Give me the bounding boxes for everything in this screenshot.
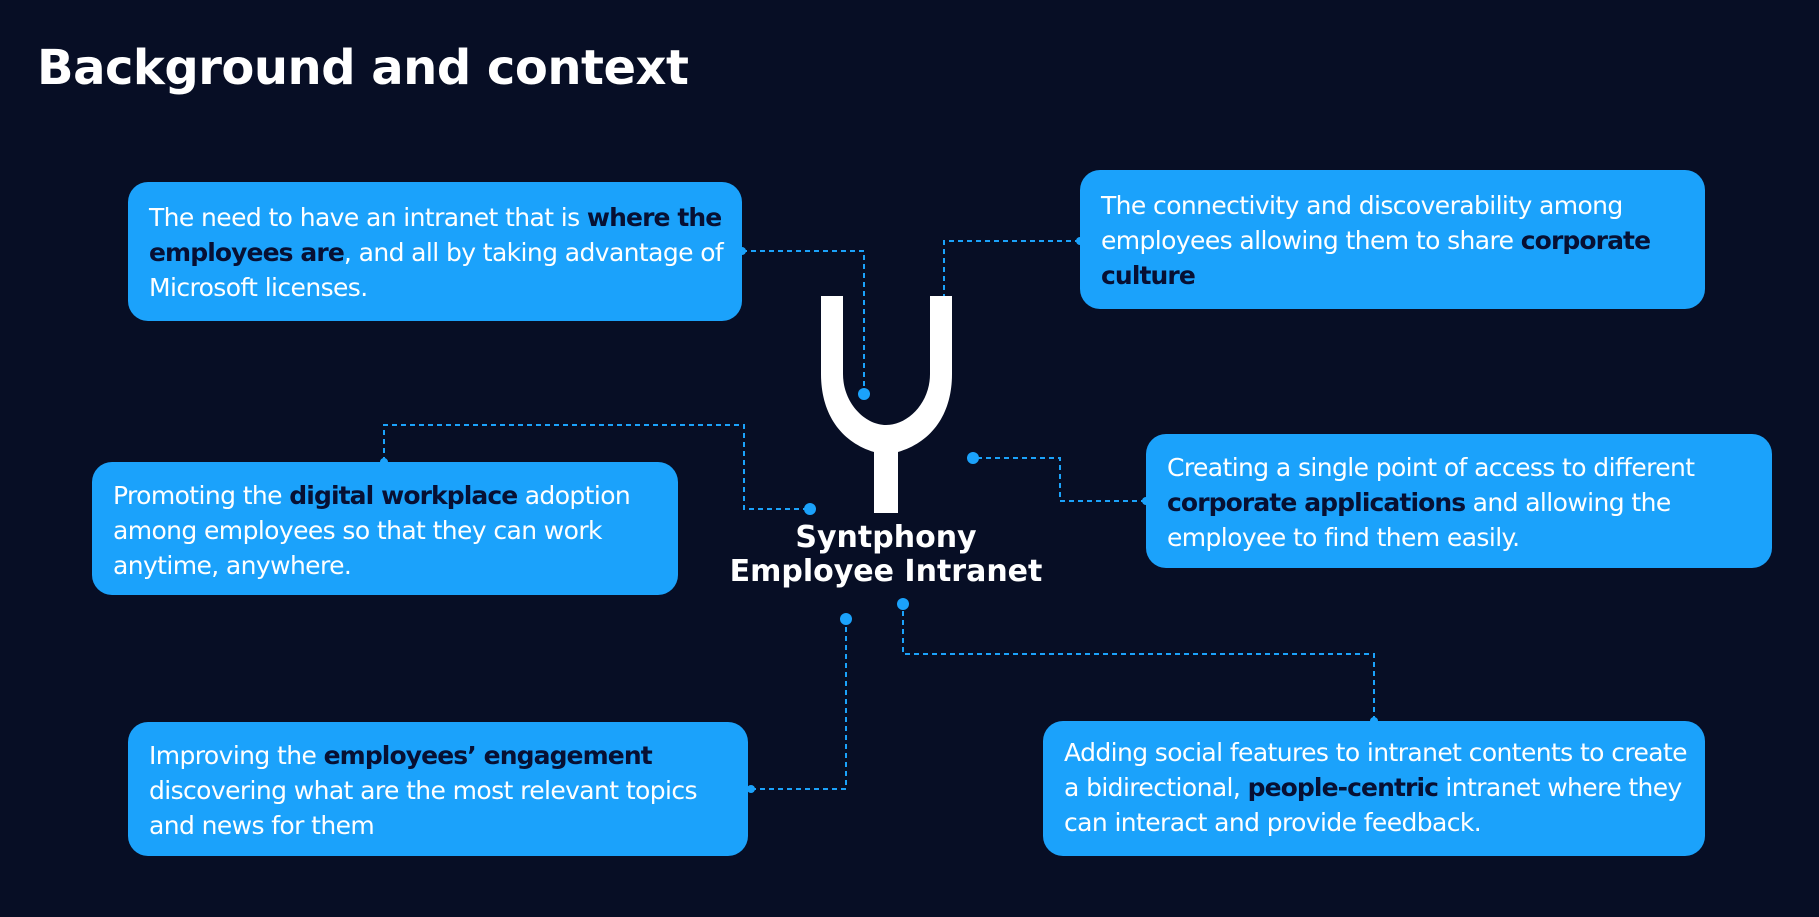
card-text: adoption among employees so that they ca…	[113, 481, 631, 580]
card-text: Creating a single point of access to dif…	[1167, 453, 1695, 482]
connector-dot	[967, 452, 979, 464]
syntphony-logo-icon	[821, 296, 952, 513]
card-text: Adding social features to intranet conte…	[1064, 738, 1688, 802]
card-text: , and all by taking advantage of Microso…	[149, 238, 724, 302]
card-intranet-where-employees-are: The need to have an intranet that is whe…	[128, 182, 742, 321]
card-highlight: employees’ engagement	[323, 741, 653, 770]
connector-dot	[858, 388, 870, 400]
card-text: intranet where they can interact and pro…	[1064, 773, 1682, 837]
card-single-point-of-access: Creating a single point of access to dif…	[1146, 434, 1772, 568]
card-text: Improving the	[149, 741, 324, 770]
card-text: The need to have an intranet that is	[149, 203, 587, 232]
card-social-features: Adding social features to intranet conte…	[1043, 721, 1705, 856]
connector-card-1	[742, 250, 865, 394]
card-highlight: corporate applications	[1167, 488, 1466, 517]
connector-card-2	[943, 240, 1080, 297]
connector-dot	[747, 785, 755, 793]
card-highlight: where the employees are	[149, 203, 722, 267]
card-text: Promoting the	[113, 481, 290, 510]
page-title: Background and context	[37, 40, 689, 96]
card-highlight: digital workplace	[289, 481, 518, 510]
card-highlight: corporate culture	[1101, 226, 1651, 290]
connector-card-3	[383, 424, 810, 510]
center-label-line2: Employee Intranet	[729, 554, 1043, 589]
center-label: Syntphony Employee Intranet	[700, 521, 1072, 589]
center-label-line1: Syntphony	[795, 520, 977, 555]
card-digital-workplace: Promoting the digital workplace adoption…	[92, 462, 678, 595]
card-text: and allowing the employee to find them e…	[1167, 488, 1671, 552]
card-highlight: people-centric	[1247, 773, 1439, 802]
connector-card-4	[973, 457, 1146, 502]
card-text: The connectivity and discoverability amo…	[1101, 191, 1623, 255]
connector-dot	[840, 613, 852, 625]
connector-card-6	[902, 604, 1375, 721]
connector-dot	[804, 503, 816, 515]
connector-card-5	[751, 619, 847, 790]
card-connectivity-discoverability: The connectivity and discoverability amo…	[1080, 170, 1705, 309]
connector-dot	[897, 598, 909, 610]
card-employees-engagement: Improving the employees’ engagement disc…	[128, 722, 748, 856]
card-text: discovering what are the most relevant t…	[149, 776, 698, 840]
